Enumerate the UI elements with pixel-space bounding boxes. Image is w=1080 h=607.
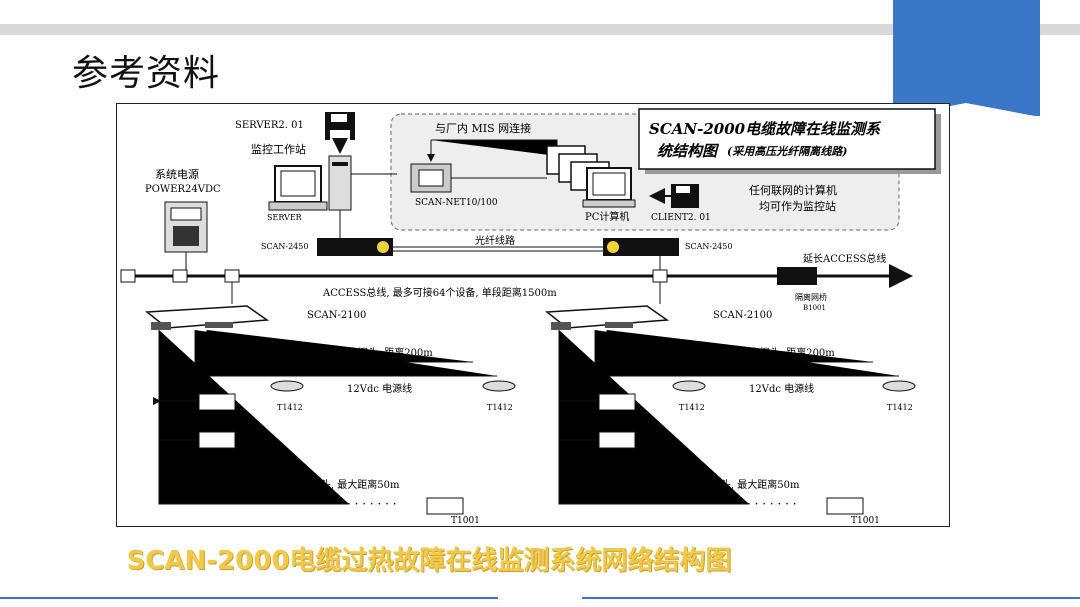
top-bar	[0, 24, 1080, 35]
scan2450-right-device	[603, 238, 679, 256]
extend-label: 延长ACCESS总线	[803, 252, 886, 265]
mis-label: 与厂内 MIS 网连接	[435, 121, 531, 135]
footer-line-right	[582, 597, 1080, 599]
power12-left-label: 12Vdc 电源线	[347, 382, 412, 395]
isolator-label-1: 隔离网桥	[795, 292, 827, 302]
t1001-sensor-icon	[598, 393, 636, 411]
power12-right-label: 12Vdc 电源线	[749, 382, 814, 395]
t1412-label: T1412	[679, 403, 705, 412]
any-pc-line1: 任何联网的计算机	[749, 183, 837, 197]
station-label: 监控工作站	[251, 142, 306, 156]
pc-label: PC计算机	[585, 210, 629, 223]
t1001-label: T1001	[593, 415, 622, 425]
access-label: ACCESS总线, 最多可接64个设备, 单段距离1500m	[322, 286, 557, 299]
server-label: SERVER2. 01	[235, 120, 304, 131]
scan2450-left-label: SCAN-2450	[261, 242, 308, 251]
fieldbus-left-label: Fieldbus 总线, 可接24个探头, 最大距离50m	[195, 478, 400, 491]
t1412-sensor-icon	[672, 380, 706, 392]
network-diagram: SCAN-2000电缆故障在线监测系 统结构图 (采用高压光纤隔离线路) SER…	[116, 103, 950, 527]
scan2100-left-label: SCAN-2100	[307, 310, 366, 321]
scan2100-right-label: SCAN-2100	[713, 310, 772, 321]
any-pc-line2: 均可作为监控站	[759, 199, 836, 213]
page-title: 参考资料	[72, 53, 221, 94]
fieldbus-right-label: Fieldbus 总线, 可接24个探头, 最大距离50m	[595, 478, 800, 491]
t1412-sensor-icon	[882, 380, 916, 392]
t1412-sensor-icon	[270, 380, 304, 392]
t1412-sensor-icon	[482, 380, 516, 392]
t1001-label: T1001	[851, 516, 880, 526]
client-label: CLIENT2. 01	[651, 213, 711, 223]
page-number: 26	[529, 582, 551, 601]
svg-text:· · · · · · ·: · · · · · · ·	[347, 497, 397, 511]
isolator-bridge-icon	[777, 267, 817, 285]
t1001-sensor-icon	[598, 431, 636, 449]
t1001-label: T1001	[593, 453, 622, 463]
t1001-label: T1001	[451, 516, 480, 526]
diagram-title-line1: SCAN-2000电缆故障在线监测系	[649, 120, 882, 138]
power-label-2: POWER24VDC	[145, 184, 221, 195]
t1001-label: T1001	[193, 415, 222, 425]
footer-line-left	[0, 597, 498, 599]
scan2450-left-device	[317, 238, 393, 256]
t1412-label: T1412	[277, 403, 303, 412]
diagram-title-box	[638, 108, 936, 170]
figure-caption: SCAN-2000电缆过热故障在线监测系统网络结构图	[126, 546, 732, 576]
t1001-sensor-icon	[198, 393, 236, 411]
t1412-label: T1412	[887, 403, 913, 412]
diagram-title-note: (采用高压光纤隔离线路)	[727, 145, 847, 158]
t1412-label: T1412	[487, 403, 513, 412]
t1001-sensor-icon	[198, 431, 236, 449]
server-small-label: SERVER	[267, 213, 303, 222]
t1001-label: T1001	[193, 453, 222, 463]
power-label-1: 系统电源	[155, 167, 199, 181]
t1001-sensor-icon	[426, 497, 464, 515]
corner-ribbon	[893, 0, 1040, 117]
t1001-sensor-icon	[826, 497, 864, 515]
isolator-label-2: B1001	[803, 304, 826, 312]
net-label: SCAN-NET10/100	[415, 198, 498, 208]
svg-text:· · · · · · ·: · · · · · · ·	[747, 497, 797, 511]
fiber-label: 光纤线路	[475, 234, 515, 247]
diagram-title-line2: 统结构图	[657, 142, 720, 160]
scan2450-right-label: SCAN-2450	[685, 242, 732, 251]
